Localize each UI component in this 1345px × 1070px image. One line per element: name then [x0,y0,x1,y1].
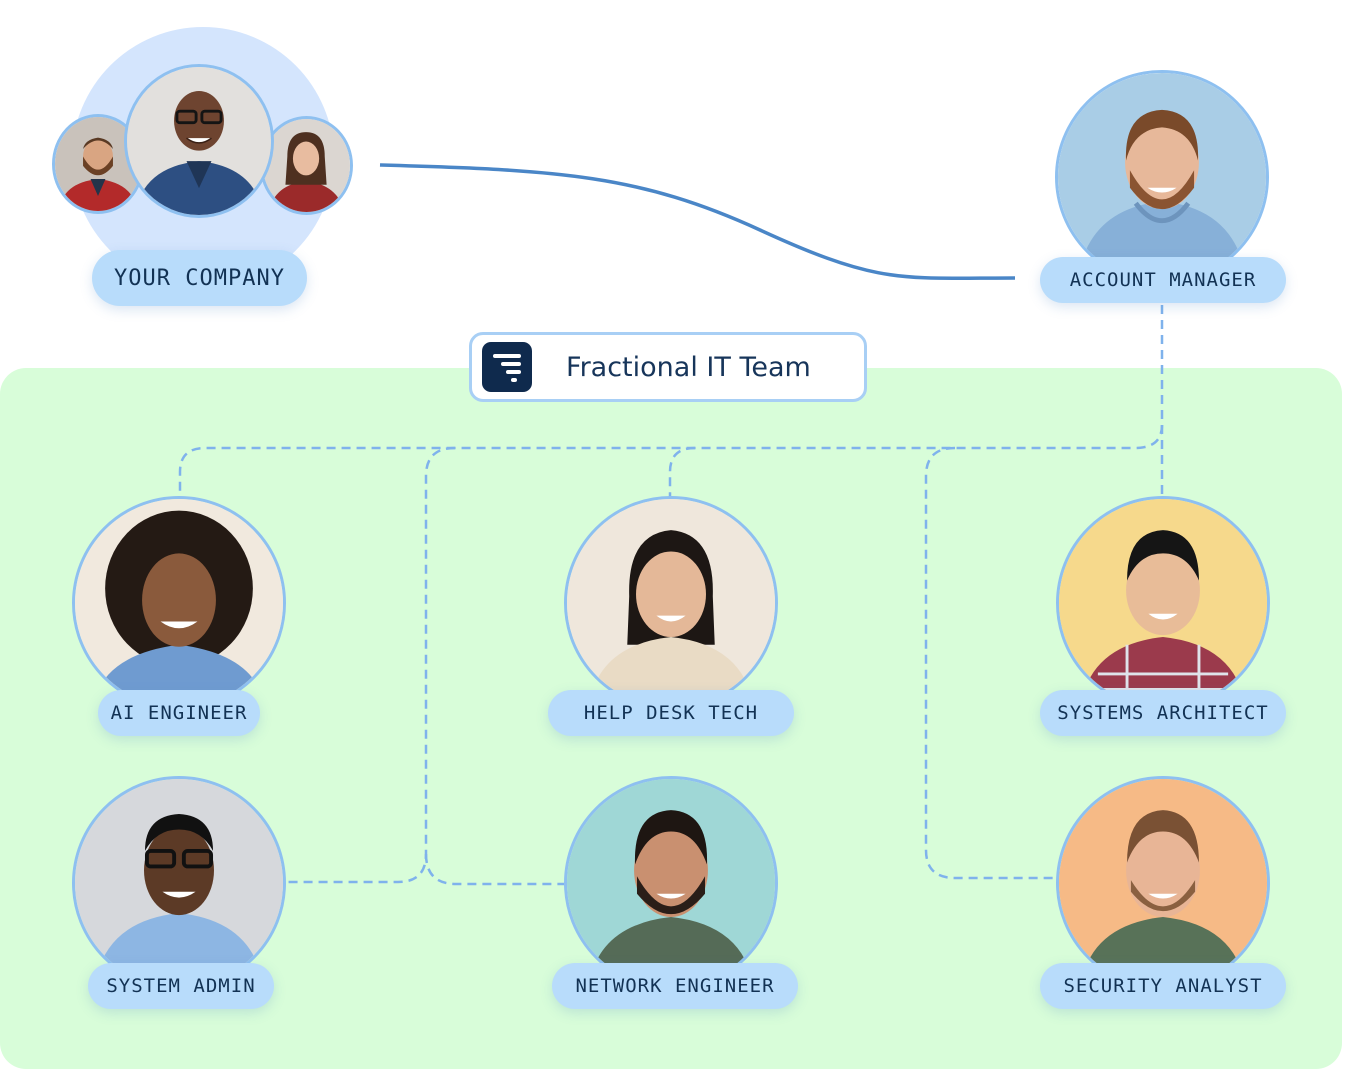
security-analyst-label: SECURITY ANALYST [1040,963,1286,1009]
system-admin-label: SYSTEM ADMIN [88,963,274,1009]
help-desk-tech-photo [564,496,778,710]
system-admin-photo [72,776,286,990]
systems-architect-photo [1056,496,1270,710]
company-to-manager-line [379,163,1016,281]
network-engineer-photo [564,776,778,990]
account-manager-label: ACCOUNT MANAGER [1040,257,1286,303]
company-main-photo [124,64,274,218]
ai-engineer-photo [72,496,286,710]
fractional-logo-icon [482,342,532,392]
fractional-team-banner: Fractional IT Team [469,332,867,402]
security-analyst-photo [1056,776,1270,990]
team-dashed-links [178,305,1164,886]
help-desk-tech-label: HELP DESK TECH [548,690,794,736]
company-member-right-photo [260,116,353,215]
ai-engineer-label: AI ENGINEER [98,690,260,736]
systems-architect-label: SYSTEMS ARCHITECT [1040,690,1286,736]
account-manager-photo [1055,70,1269,284]
network-engineer-label: NETWORK ENGINEER [552,963,798,1009]
fractional-team-title: Fractional IT Team [566,351,811,383]
company-label: YOUR COMPANY [92,250,307,306]
